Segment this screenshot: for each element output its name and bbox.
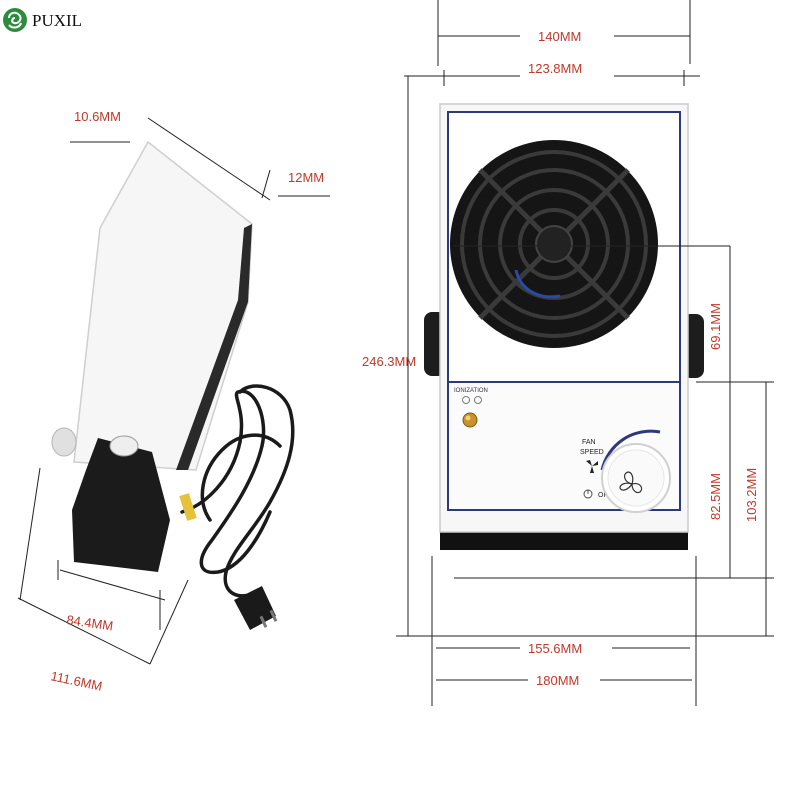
fan-label: FAN [582, 439, 596, 446]
ionization-label: IONIZATION [454, 388, 488, 394]
ionization-plus-icon [462, 396, 470, 404]
side-knob [51, 427, 77, 457]
side-view: 10.6MM 12MM 84.4MM 111.6MM [17, 109, 330, 694]
fan-grille [450, 140, 658, 348]
fan-speed-icon [586, 460, 598, 473]
dim-top-width: 140MM [538, 29, 581, 44]
brand-name: PUXIL [32, 11, 82, 30]
speed-arc [600, 429, 661, 471]
ionization-indicator-light [462, 412, 478, 428]
front-view: IONIZATION FAN SPEED OFF [362, 0, 774, 706]
front-dimension-lines [396, 0, 774, 706]
dim-height: 246.3MM [362, 354, 416, 369]
power-plug [234, 586, 278, 630]
brand-logo-icon [3, 8, 27, 32]
speed-label: SPEED [580, 449, 604, 456]
dim-base-depth: 84.4MM [66, 612, 115, 633]
ionization-minus-icon [474, 396, 482, 404]
dim-bottom-width: 180MM [536, 673, 579, 688]
knob-fan-icon [619, 471, 643, 494]
side-dimension-lines [17, 117, 330, 665]
side-body [73, 140, 253, 471]
dim-fan-height: 69.1MM [708, 303, 723, 350]
side-front-face [176, 224, 252, 470]
off-label: OFF [598, 492, 612, 499]
dim-lower-height: 103.2MM [744, 468, 759, 522]
dim-total-depth: 111.6MM [49, 668, 103, 694]
dim-panel-height: 82.5MM [708, 473, 723, 520]
dim-top-right: 12MM [288, 170, 324, 185]
power-cord [180, 384, 295, 620]
dim-top-depth: 10.6MM [74, 109, 121, 124]
cord-tag [179, 493, 197, 521]
dim-inner-top-width: 123.8MM [528, 61, 582, 76]
front-base [440, 528, 688, 550]
dim-inner-bottom-width: 155.6MM [528, 641, 582, 656]
side-base [72, 438, 170, 572]
